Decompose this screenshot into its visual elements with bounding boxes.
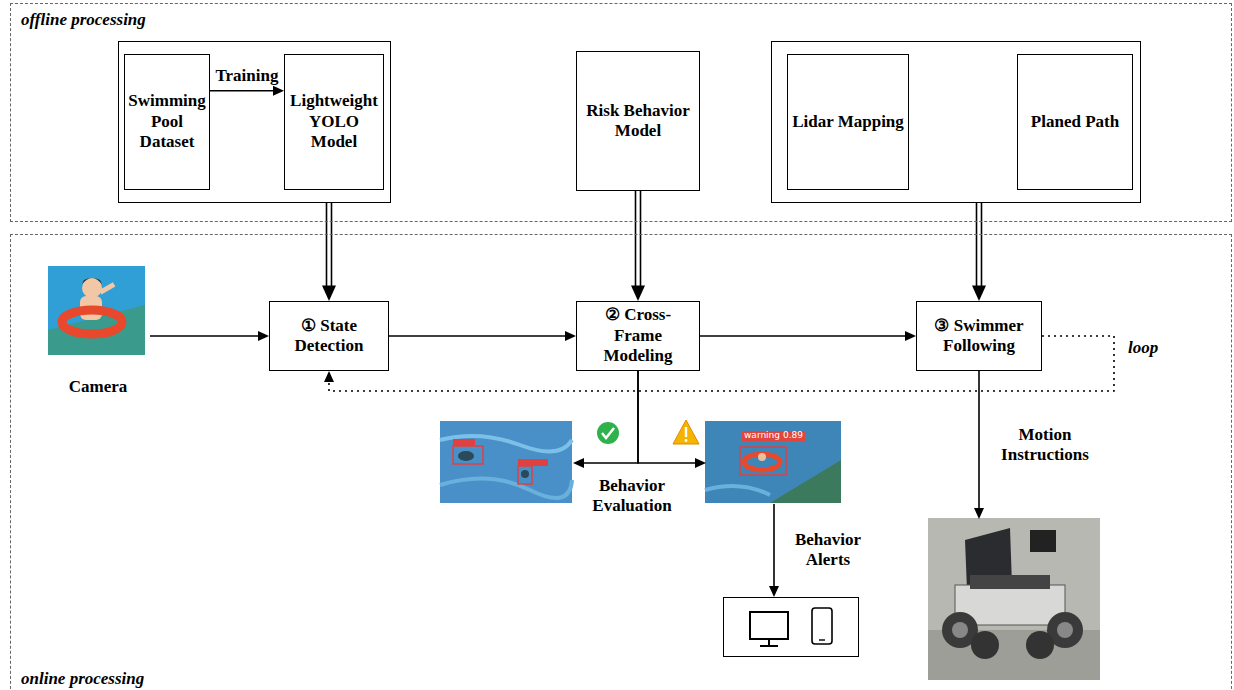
box-label: ① State Detection: [274, 316, 384, 357]
connector: [389, 331, 576, 341]
arrow-head: [695, 458, 706, 468]
box-label: ② Cross-Frame Modeling: [581, 305, 695, 366]
camera-photo: Camera: [46, 265, 150, 399]
connector-line: [976, 203, 978, 289]
arrow-head: [258, 331, 269, 341]
module-group: Lidar Mapping Planed Path: [771, 41, 1141, 203]
arrow-head: [322, 286, 336, 301]
box-label: Risk Behavior Model: [581, 101, 695, 142]
connector: [631, 191, 645, 301]
connector: [769, 504, 779, 597]
process-box: Lidar Mapping: [787, 54, 909, 190]
connector-line: [981, 203, 983, 289]
detection-tag: warning 0.89: [742, 431, 805, 441]
arrow-head: [972, 286, 986, 301]
safe-screenshot: [440, 421, 572, 503]
connector: [974, 371, 984, 519]
connector: [638, 371, 706, 468]
box-label: Lightweight YOLO Model: [289, 91, 379, 152]
ok-icon: [597, 422, 619, 444]
caption-label: Behavior Evaluation: [582, 476, 682, 517]
connector: [573, 371, 638, 468]
process-box: Swimming Pool Dataset: [124, 54, 210, 190]
box-label: Lidar Mapping: [792, 112, 904, 132]
box-label: ③ Swimmer Following: [921, 316, 1037, 357]
warning-icon: [673, 420, 699, 444]
arrow-head: [573, 458, 584, 468]
box-label: Planed Path: [1031, 112, 1119, 132]
connector-line: [583, 371, 638, 463]
region-title: offline processing: [21, 10, 146, 30]
connector: [150, 331, 269, 341]
arrow-head: [769, 586, 779, 597]
connector-line: [331, 203, 333, 289]
connector-line: [640, 191, 642, 289]
photo-frame: [441, 422, 573, 504]
robot-photo-art: [928, 518, 1100, 680]
connector: [700, 331, 916, 341]
device-box: [723, 597, 859, 657]
connector-line: [773, 504, 775, 587]
process-box: Risk Behavior Model: [576, 51, 700, 191]
process-box: Lightweight YOLO Model: [284, 54, 384, 190]
connector-line: [150, 335, 259, 337]
photo-frame: [929, 519, 1101, 681]
arrow-head: [905, 331, 916, 341]
arrow-head: [273, 86, 284, 96]
edge-label: Behavior Alerts: [786, 530, 870, 571]
photo-caption: Camera: [69, 377, 128, 397]
process-box: ③ Swimmer Following: [916, 301, 1042, 371]
warning-screenshot: [705, 421, 841, 503]
connector-line: [635, 191, 637, 289]
box-label: Swimming Pool Dataset: [128, 91, 205, 152]
arrow-head: [974, 508, 984, 519]
edge-label: loop: [1126, 338, 1160, 358]
connector: [972, 203, 986, 301]
device-icons: [750, 608, 832, 646]
arrow-head: [631, 286, 645, 301]
arrow-head: [324, 371, 334, 382]
process-box: ② Cross-Frame Modeling: [576, 301, 700, 371]
connector-line: [326, 203, 328, 289]
process-box: Planed Path: [1017, 54, 1133, 190]
connector-line: [638, 371, 696, 463]
connector-line: [978, 371, 980, 509]
region-title: online processing: [21, 669, 144, 689]
connector-line: [700, 335, 906, 337]
connector: [322, 203, 336, 301]
process-box: ① State Detection: [269, 301, 389, 371]
connector-line: [389, 335, 566, 337]
arrow-head: [565, 331, 576, 341]
connector-line: [210, 90, 274, 92]
edge-label: Motion Instructions: [991, 425, 1099, 466]
processing-region: offline processingSwimming Pool Dataset L…: [10, 3, 1232, 222]
edge-label: Training: [214, 66, 281, 86]
camera-photo-art: [48, 266, 145, 355]
connector: [210, 86, 284, 96]
